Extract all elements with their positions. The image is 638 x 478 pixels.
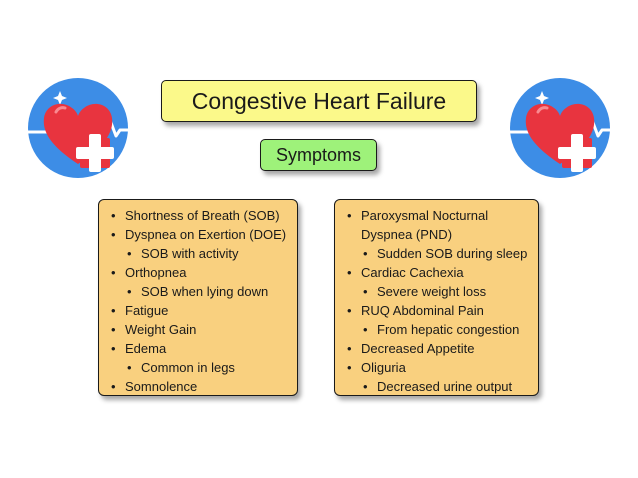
- bullet-dot: •: [111, 227, 116, 242]
- bullet-dot: •: [111, 341, 116, 356]
- symptom-text: Sudden SOB during sleep: [377, 246, 528, 261]
- bullet-dot: •: [347, 265, 352, 280]
- symptom-text: Orthopnea: [125, 265, 187, 280]
- symptom-item: • Edema: [99, 339, 297, 358]
- bullet-dot: •: [347, 303, 352, 318]
- symptom-text: Edema: [125, 341, 167, 356]
- heart-medical-icon: [510, 78, 610, 178]
- symptom-item: • Shortness of Breath (SOB): [99, 206, 297, 225]
- bullet-dot: •: [363, 322, 368, 337]
- symptom-text: SOB when lying down: [141, 284, 269, 299]
- section-heading: Symptoms: [260, 139, 377, 171]
- symptom-item: • Fatigue: [99, 301, 297, 320]
- symptom-text: Severe weight loss: [377, 284, 487, 299]
- symptom-text: Dyspnea (PND): [361, 227, 453, 242]
- symptom-item: • RUQ Abdominal Pain: [335, 301, 538, 320]
- symptom-text: RUQ Abdominal Pain: [361, 303, 484, 318]
- bullet-dot: •: [347, 208, 352, 223]
- symptom-item: • Orthopnea: [99, 263, 297, 282]
- symptom-item: • Weight Gain: [99, 320, 297, 339]
- bullet-dot: •: [111, 208, 116, 223]
- symptom-text: From hepatic congestion: [377, 322, 520, 337]
- bullet-dot: •: [347, 360, 352, 375]
- bullet-dot: •: [363, 284, 368, 299]
- symptom-text: Somnolence: [125, 379, 198, 394]
- symptom-text: Decreased Appetite: [361, 341, 475, 356]
- symptom-item: • Dyspnea on Exertion (DOE): [99, 225, 297, 244]
- symptom-item: • Paroxysmal Nocturnal: [335, 206, 538, 225]
- symptom-text: Cardiac Cachexia: [361, 265, 464, 280]
- bullet-dot: •: [363, 246, 368, 261]
- symptom-item: • Decreased urine output: [335, 377, 538, 396]
- symptom-text: Fatigue: [125, 303, 169, 318]
- bullet-dot: •: [127, 284, 132, 299]
- heart-medical-icon: [28, 78, 128, 178]
- bullet-dot: •: [363, 379, 368, 394]
- symptom-item: • SOB with activity: [99, 244, 297, 263]
- symptom-item: • Somnolence: [99, 377, 297, 396]
- bullet-dot: •: [347, 341, 352, 356]
- bullet-dot: •: [111, 322, 116, 337]
- symptom-item: • Oliguria: [335, 358, 538, 377]
- symptom-text: SOB with activity: [141, 246, 239, 261]
- symptom-item: • SOB when lying down: [99, 282, 297, 301]
- symptom-item: • Common in legs: [99, 358, 297, 377]
- bullet-dot: •: [127, 360, 132, 375]
- symptom-item: Dyspnea (PND): [335, 225, 538, 244]
- bullet-dot: •: [127, 246, 132, 261]
- symptom-item: • Sudden SOB during sleep: [335, 244, 538, 263]
- bullet-dot: •: [111, 265, 116, 280]
- symptom-text: Shortness of Breath (SOB): [125, 208, 280, 223]
- symptom-text: Dyspnea on Exertion (DOE): [125, 227, 287, 242]
- symptom-item: • Severe weight loss: [335, 282, 538, 301]
- bullet-dot: •: [111, 303, 116, 318]
- page-title: Congestive Heart Failure: [161, 80, 477, 122]
- bullet-dot: •: [111, 379, 116, 394]
- symptom-item: • Cardiac Cachexia: [335, 263, 538, 282]
- symptom-item: • From hepatic congestion: [335, 320, 538, 339]
- symptom-text: Weight Gain: [125, 322, 197, 337]
- symptom-text: Oliguria: [361, 360, 406, 375]
- symptom-text: Decreased urine output: [377, 379, 513, 394]
- symptom-item: • Decreased Appetite: [335, 339, 538, 358]
- symptom-text: Paroxysmal Nocturnal: [361, 208, 489, 223]
- symptoms-panel-left: • Shortness of Breath (SOB) • Dyspnea on Ex…: [98, 199, 298, 396]
- symptom-list-left: • Shortness of Breath (SOB) • Dyspnea on Ex…: [99, 206, 297, 396]
- symptom-text: Common in legs: [141, 360, 235, 375]
